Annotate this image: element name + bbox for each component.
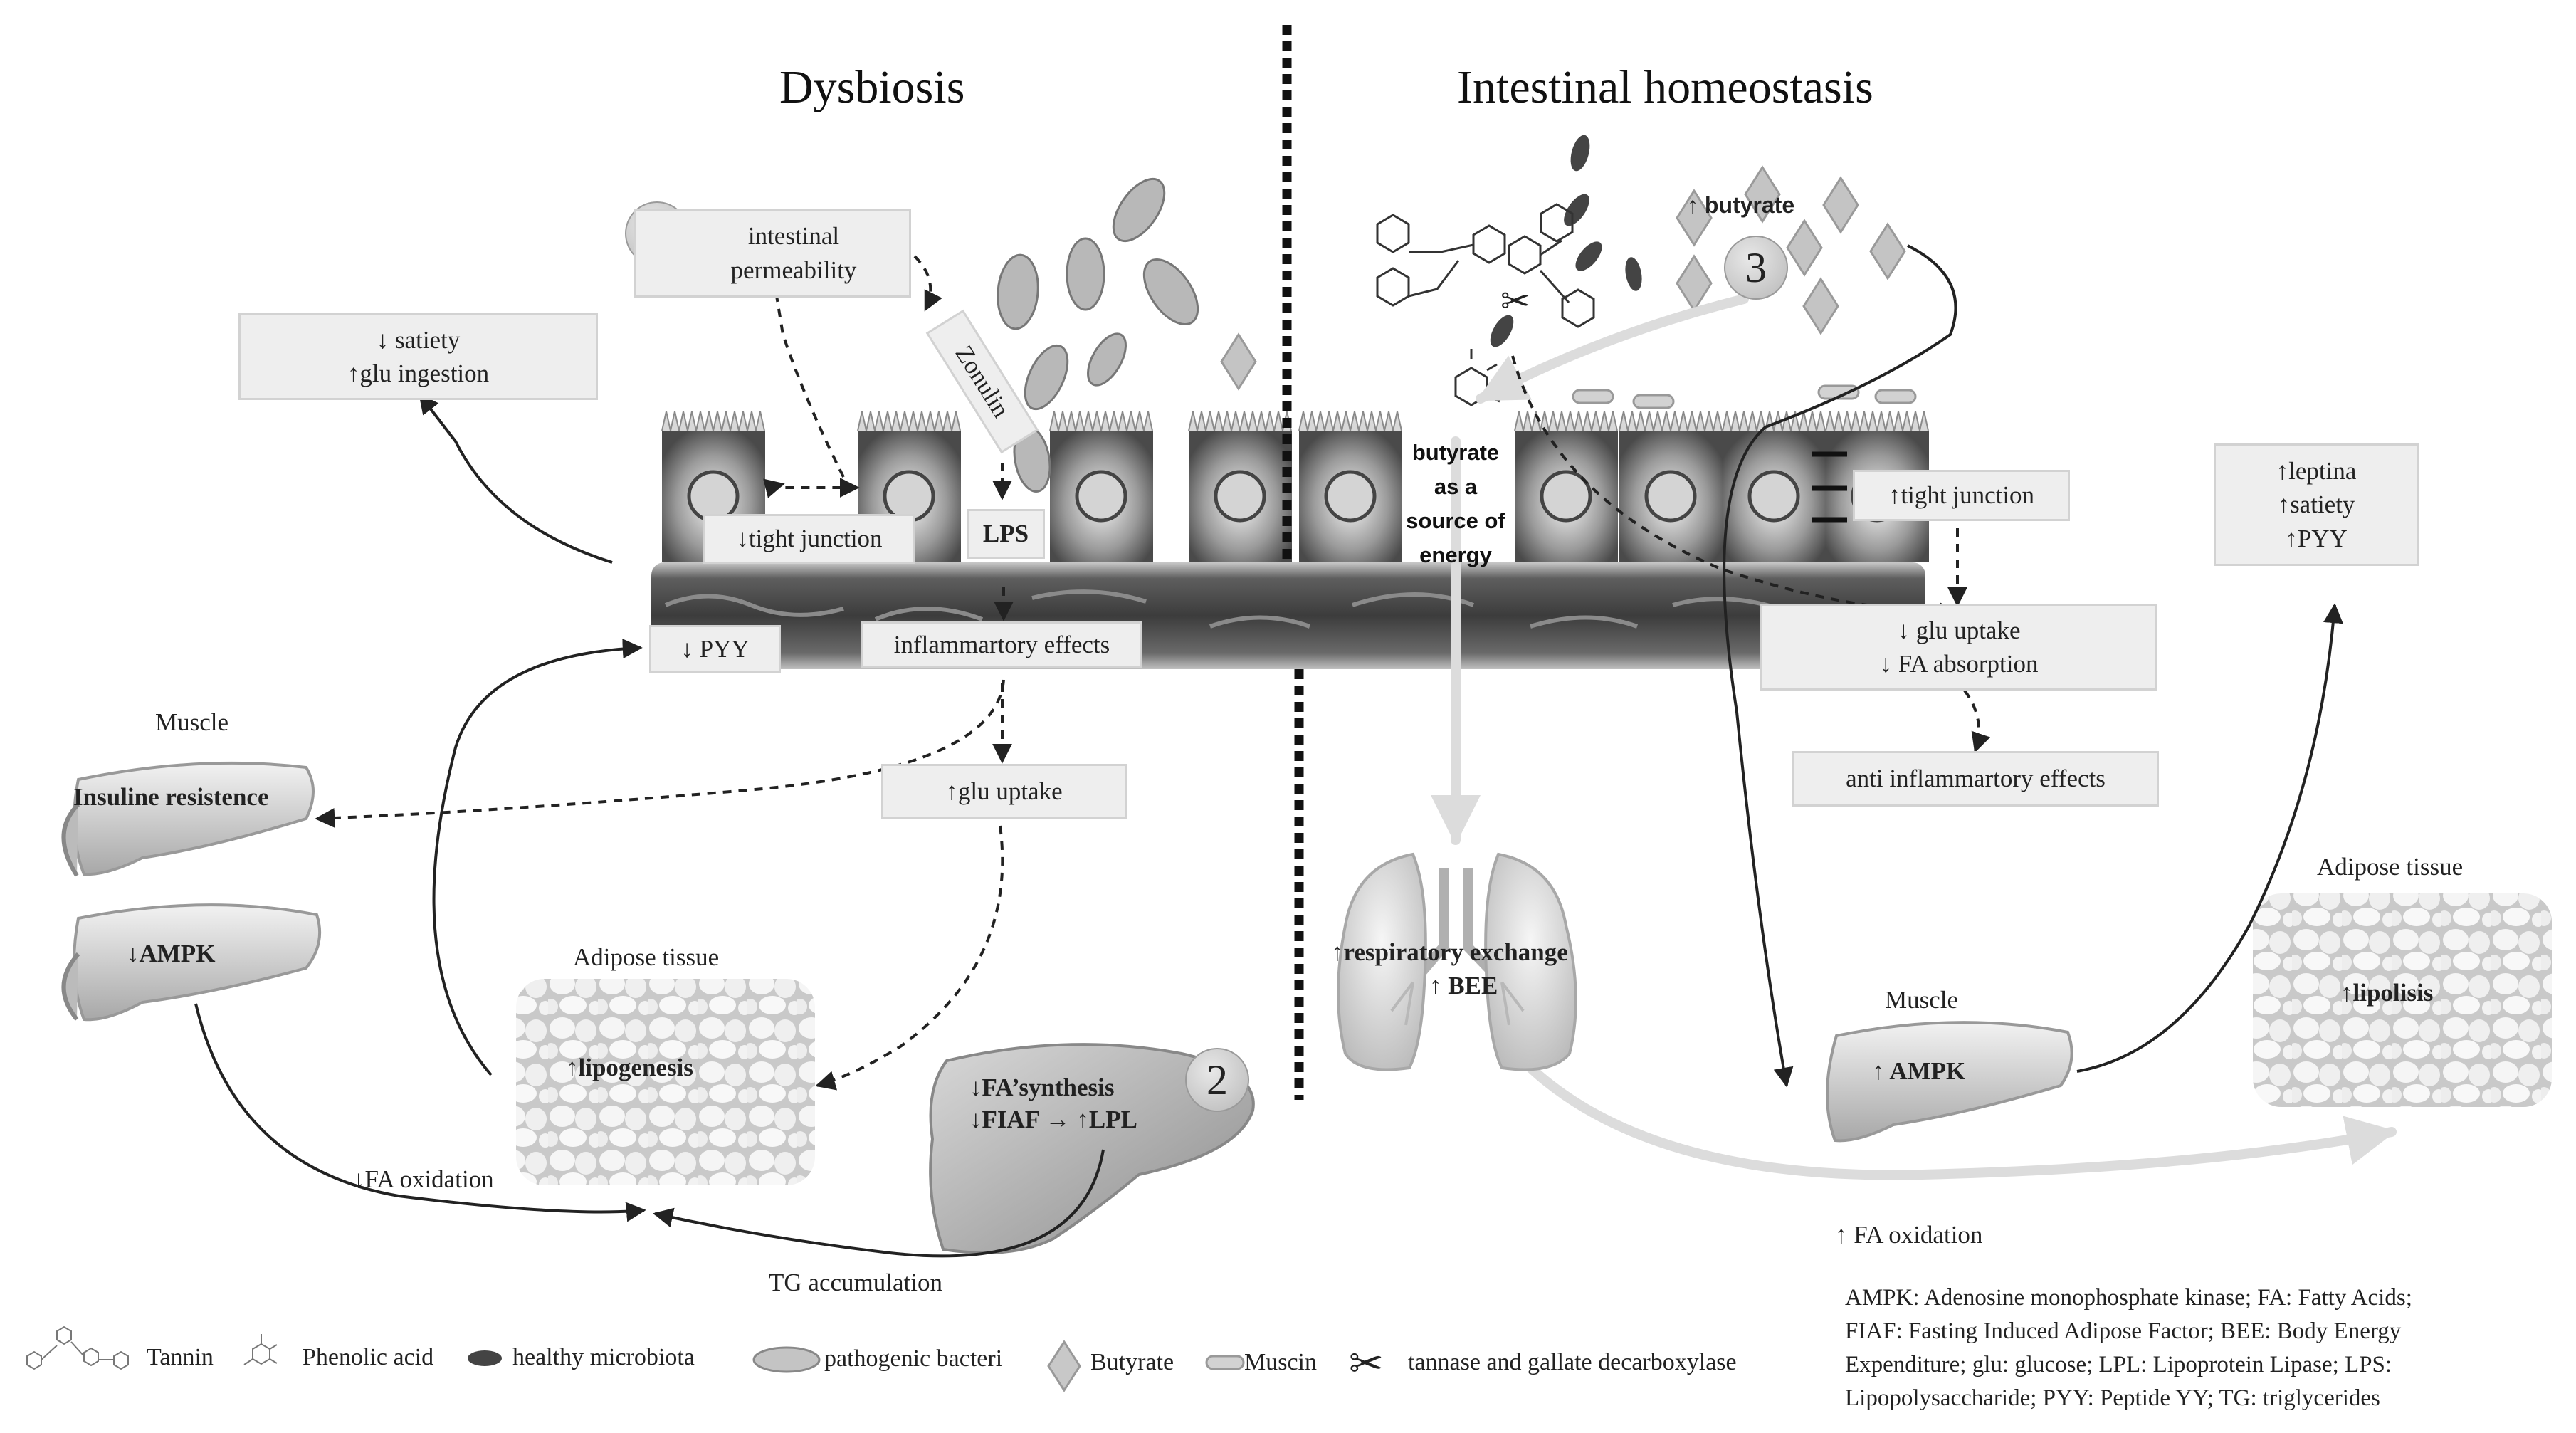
abbreviations-line3: Expenditure; glu: glucose; LPL: Lipoprot…	[1845, 1351, 2392, 1377]
legend-tannase: tannase and gallate decarboxylase	[1408, 1349, 1737, 1375]
legend-healthy-microbiota: healthy microbiota	[512, 1344, 695, 1370]
butyrate-energy-label: butyrate as a source of energy	[1399, 436, 1513, 572]
leptina-box: ↑leptina ↑satiety ↑PYY	[2214, 443, 2419, 566]
satiety-down-text: ↓ satiety	[376, 325, 461, 354]
butyrate-legend-icon	[1047, 1340, 1081, 1392]
tg-accumulation-label: TG accumulation	[769, 1269, 942, 1296]
phenolic-acid-legend-icon	[243, 1334, 278, 1365]
respiratory-exchange-label: ↑respiratory exchange	[1331, 938, 1568, 966]
butyrate-energy-line4: energy	[1419, 542, 1492, 568]
butyrate-diamonds	[1220, 165, 1906, 391]
fa-absorption-down-text: ↓ FA absorption	[1879, 650, 2039, 678]
leptina-up-text: ↑leptina	[2276, 457, 2357, 485]
light-arrows	[1431, 294, 2397, 1180]
anti-inflammatory-box: anti inflammartory effects	[1792, 751, 2159, 807]
tannin-molecule	[1376, 203, 1595, 406]
satiety-left-box: ↓ satiety ↑glu ingestion	[238, 313, 598, 400]
legend-butyrate: Butyrate	[1090, 1349, 1174, 1375]
title-intestinal-homeostasis: Intestinal homeostasis	[1457, 61, 1873, 113]
pyy-down-box: ↓ PYY	[649, 625, 781, 673]
butyrate-energy-line2: as a	[1434, 474, 1478, 500]
legend-muscin: Muscin	[1244, 1349, 1317, 1375]
abbreviations-line1: AMPK: Adenosine monophosphate kinase; FA…	[1845, 1285, 2412, 1311]
insuline-resistence-label: Insuline resistence	[73, 783, 269, 811]
healthy-microbiota-legend-icon	[468, 1350, 502, 1366]
abbreviations-note: AMPK: Adenosine monophosphate kinase; FA…	[1845, 1281, 2564, 1414]
adipose-right-illustration	[2253, 893, 2552, 1107]
badge-3: 3	[1724, 236, 1788, 300]
lipolisis-label: ↑lipolisis	[2340, 979, 2434, 1007]
muscle-right	[1825, 1021, 2073, 1143]
butyrate-up-label: ↑ butyrate	[1687, 192, 1795, 218]
tight-junction-up-box: ↑tight junction	[1853, 470, 2070, 521]
intestinal-permeability-line1: intestinal	[747, 222, 840, 251]
muscle-left-bottom	[61, 903, 322, 1022]
scissors-icon: ✂	[1500, 281, 1530, 321]
muscin-legend-icon	[1205, 1355, 1245, 1370]
intestinal-permeability-line2: permeability	[730, 256, 857, 284]
legend-phenolic-acid: Phenolic acid	[303, 1344, 434, 1370]
bee-up-label: ↑ BEE	[1429, 972, 1498, 999]
epithelial-cell	[1619, 411, 1723, 562]
badge-2: 2	[1185, 1048, 1249, 1112]
ampk-down-label: ↓AMPK	[127, 940, 216, 967]
adipose-left-illustration	[516, 979, 815, 1185]
scissors-legend-icon: ✂	[1349, 1340, 1384, 1387]
intestinal-permeability-box: intestinal permeability	[634, 209, 911, 298]
butyrate-energy-line1: butyrate	[1411, 440, 1500, 465]
pyy-up-text: ↑PYY	[2285, 524, 2348, 552]
satiety-up-text: ↑satiety	[2277, 490, 2355, 519]
ampk-up-label: ↑ AMPK	[1872, 1057, 1966, 1085]
lipogenesis-label: ↑lipogenesis	[566, 1054, 693, 1081]
liver-illustration	[929, 1043, 1255, 1254]
tight-junction-marks	[1812, 451, 1847, 523]
epithelial-cell	[1298, 411, 1402, 562]
epithelial-cell	[661, 411, 765, 562]
epithelial-cell	[1722, 411, 1826, 562]
legend-tannin: Tannin	[147, 1344, 214, 1370]
lungs-illustration	[1337, 852, 1577, 1071]
abbreviations-line4: Lipopolysaccharide; PYY: Peptide YY; TG:…	[1845, 1385, 2380, 1411]
adipose-right-label: Adipose tissue	[2317, 853, 2464, 881]
fa-synthesis-down-label: ↓FA’synthesis	[969, 1074, 1115, 1101]
adipose-left-label: Adipose tissue	[573, 943, 720, 971]
muscle-left-top	[61, 761, 315, 877]
abbreviations-line2: FIAF: Fasting Induced Adipose Factor; BE…	[1845, 1318, 2402, 1344]
muscle-left-label: Muscle	[155, 708, 229, 736]
fa-oxidation-down-label: ↓FA oxidation	[352, 1165, 494, 1193]
lps-box: LPS	[967, 509, 1045, 559]
tannin-legend-icon	[26, 1326, 129, 1370]
pathogenic-bacteria-legend-icon	[752, 1346, 821, 1373]
fiaf-lpl-label: ↓FIAF → ↑LPL	[969, 1106, 1137, 1133]
epithelial-cell	[1514, 411, 1618, 562]
muscin-group	[1572, 384, 1917, 409]
tight-junction-down-box: ↓tight junction	[703, 514, 915, 564]
pathogenic-bacteria-group	[997, 177, 1199, 493]
epithelial-cell	[1188, 411, 1292, 562]
legend-icons	[26, 1326, 1245, 1392]
glu-uptake-up-box: ↑glu uptake	[881, 764, 1127, 819]
epithelial-cell	[1049, 411, 1153, 562]
healthy-microbiota-group	[1490, 135, 1642, 347]
fa-oxidation-up-label: ↑ FA oxidation	[1835, 1221, 1983, 1249]
title-dysbiosis: Dysbiosis	[779, 61, 965, 113]
muscle-right-label: Muscle	[1885, 986, 1959, 1014]
inflammatory-effects-box: inflammartory effects	[861, 621, 1142, 668]
glu-fa-down-box: ↓ glu uptake ↓ FA absorption	[1760, 604, 2157, 691]
butyrate-energy-line3: source of	[1406, 508, 1505, 534]
legend-pathogenic-bacteria: pathogenic bacteri	[824, 1345, 1003, 1372]
glu-ingestion-up-text: ↑glu ingestion	[347, 359, 490, 387]
glu-uptake-down-text: ↓ glu uptake	[1897, 616, 2021, 644]
